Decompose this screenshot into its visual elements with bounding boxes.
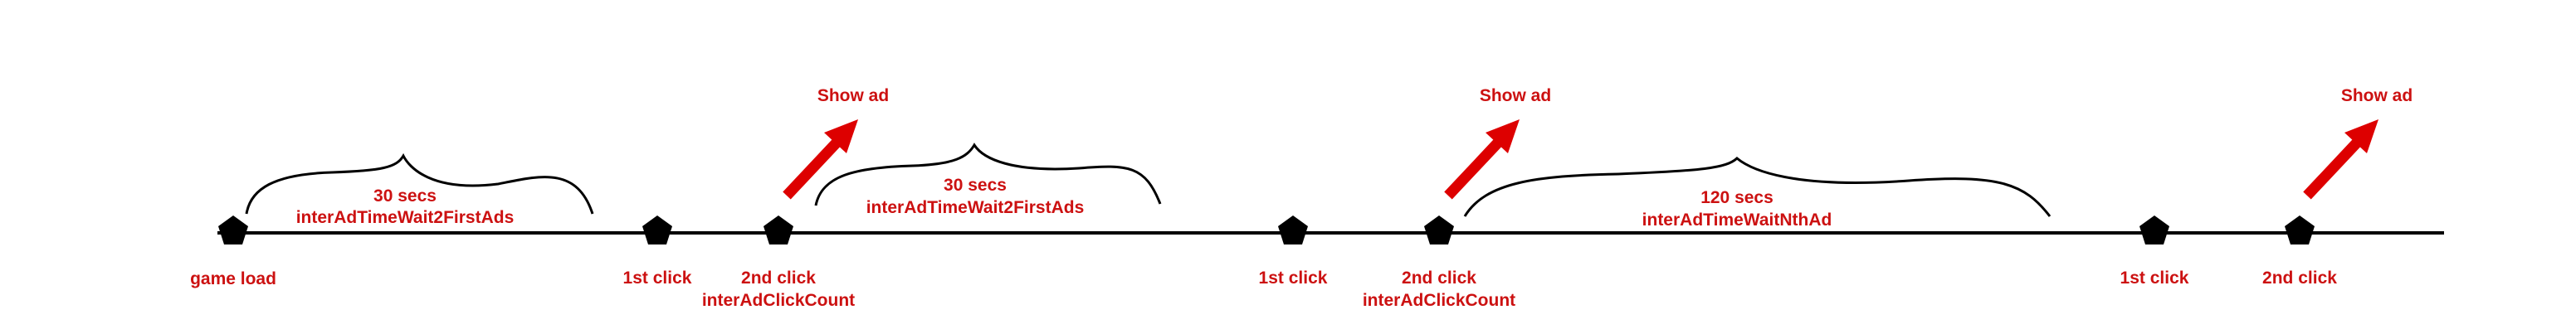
show-ad-arrow-icon bbox=[1444, 119, 1520, 200]
interval-2-duration: 30 secs bbox=[944, 176, 1007, 195]
event-label-game-load: game load bbox=[190, 269, 276, 288]
event-node-2nd-click bbox=[764, 215, 793, 244]
interval-brace-1 bbox=[245, 152, 594, 215]
event-sublabel-click-count: interAdClickCount bbox=[1363, 291, 1515, 310]
interval-3-duration: 120 secs bbox=[1700, 188, 1773, 207]
event-label-1st-click: 1st click bbox=[623, 269, 692, 288]
event-label-2nd-click: 2nd click bbox=[2262, 269, 2337, 288]
event-node-game-load bbox=[218, 215, 248, 244]
interval-1-duration: 30 secs bbox=[373, 186, 437, 206]
event-label-2nd-click: 2nd click bbox=[1402, 269, 1476, 288]
interval-3-setting: interAdTimeWaitNthAd bbox=[1642, 211, 1832, 230]
event-node-1st-click bbox=[642, 215, 672, 244]
event-node-1st-click bbox=[2139, 215, 2169, 244]
show-ad-arrow-icon bbox=[2303, 119, 2378, 200]
show-ad-label: Show ad bbox=[817, 86, 889, 105]
show-ad-label: Show ad bbox=[2341, 86, 2413, 105]
interval-brace-3 bbox=[1463, 157, 2052, 217]
interval-brace-2 bbox=[814, 143, 1162, 206]
event-label-1st-click: 1st click bbox=[2120, 269, 2189, 288]
event-sublabel-click-count: interAdClickCount bbox=[702, 291, 855, 310]
show-ad-label: Show ad bbox=[1480, 86, 1551, 105]
event-node-2nd-click bbox=[2285, 215, 2315, 244]
interval-2-setting: interAdTimeWait2FirstAds bbox=[866, 198, 1085, 217]
event-label-1st-click: 1st click bbox=[1259, 269, 1328, 288]
interval-1-setting: interAdTimeWait2FirstAds bbox=[296, 208, 515, 227]
event-label-2nd-click: 2nd click bbox=[741, 269, 816, 288]
event-node-1st-click bbox=[1278, 215, 1308, 244]
show-ad-arrow-icon bbox=[783, 119, 858, 200]
event-node-2nd-click bbox=[1424, 215, 1454, 244]
